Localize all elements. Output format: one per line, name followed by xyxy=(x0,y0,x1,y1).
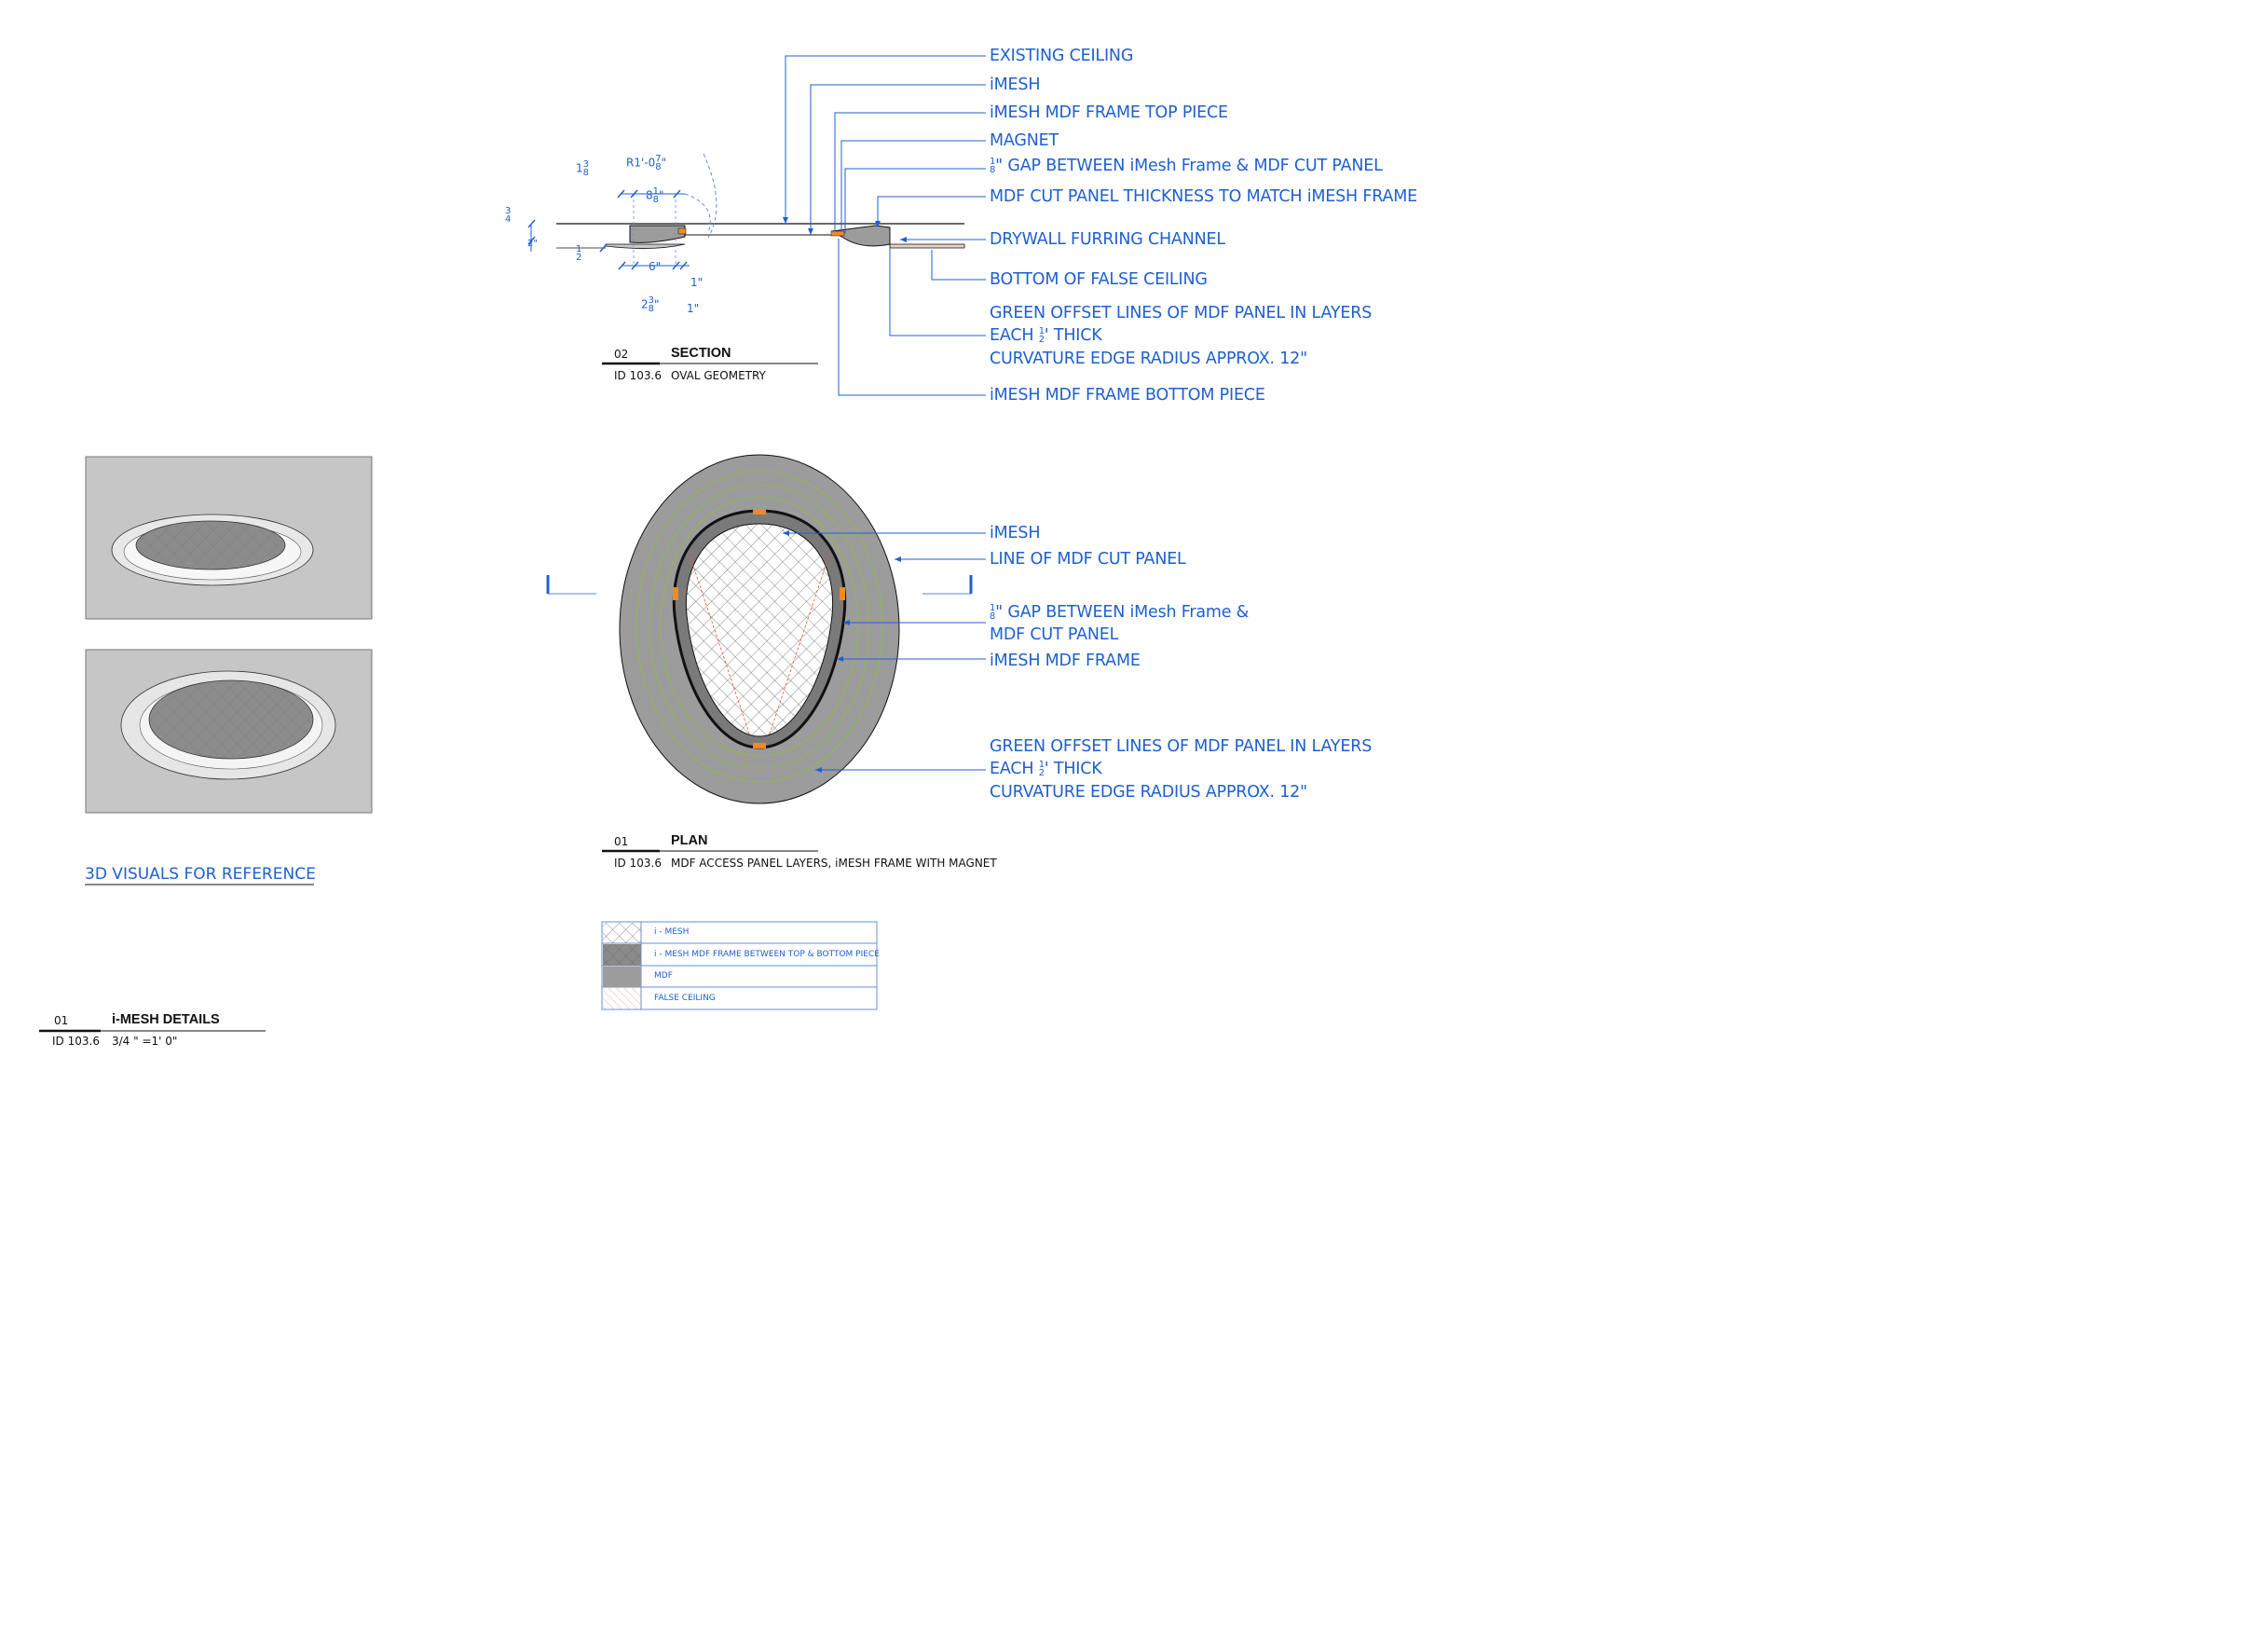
dim-1-b: 1" xyxy=(687,302,700,315)
plan-magnet-left xyxy=(673,587,678,600)
plan-magnet-top xyxy=(753,509,766,515)
plan-callout-frame: iMESH MDF FRAME xyxy=(990,652,1141,670)
green-offset-line xyxy=(649,484,870,769)
section-title-name: SECTION xyxy=(671,346,731,361)
section-title-ref: ID 103.6 xyxy=(614,369,662,382)
legend-swatch-false-ceiling xyxy=(603,988,641,1009)
plan-callout-green: GREEN OFFSET LINES OF MDF PANEL IN LAYER… xyxy=(990,737,1373,756)
sheet-title-scale: 3/4 " =1' 0" xyxy=(112,1035,178,1048)
dim-6: 6" xyxy=(649,260,662,273)
sheet-title-number: 01 xyxy=(54,1014,69,1027)
leader-bottom-false xyxy=(931,250,986,281)
section-right-magnet xyxy=(830,230,845,237)
callout-frame-top-piece: iMESH MDF FRAME TOP PIECE xyxy=(990,103,1228,122)
callout-bottom-false-ceiling: BOTTOM OF FALSE CEILING xyxy=(990,270,1208,289)
callout-mdf-thickness: MDF CUT PANEL THICKNESS TO MATCH iMESH F… xyxy=(990,187,1418,206)
plan-callout-imesh: iMESH xyxy=(990,524,1041,542)
leader-imesh xyxy=(810,84,986,233)
section-drawing xyxy=(39,55,986,1033)
callout-existing-ceiling: EXISTING CEILING xyxy=(990,47,1134,65)
legend-label-imesh: i - MESH xyxy=(654,927,690,937)
green-offset-line xyxy=(635,470,883,783)
callout-frame-bottom-piece: iMESH MDF FRAME BOTTOM PIECE xyxy=(990,386,1265,405)
leader-magnet xyxy=(840,140,986,231)
sheet-title-ref: ID 103.6 xyxy=(52,1035,100,1048)
section-title-number: 02 xyxy=(614,348,629,361)
plan-title-number: 01 xyxy=(614,835,629,848)
plan-magnet-right xyxy=(840,587,845,600)
leader-existing-ceiling xyxy=(785,55,986,222)
plan-magnet-bottom xyxy=(753,743,766,748)
section-right-panel xyxy=(830,225,891,247)
plan-title-name: PLAN xyxy=(671,833,708,848)
sheet-title-name: i-MESH DETAILS xyxy=(112,1012,220,1027)
plan-callout-gap-line2: MDF CUT PANEL xyxy=(990,625,1119,644)
callout-magnet: MAGNET xyxy=(990,131,1059,150)
plan-title-desc: MDF ACCESS PANEL LAYERS, iMESH FRAME WIT… xyxy=(671,857,997,870)
legend-label-false-ceiling: FALSE CEILING xyxy=(654,994,716,1003)
legend-swatch-imesh xyxy=(603,923,641,943)
leader-frame-top xyxy=(834,112,986,231)
callout-drywall-channel: DRYWALL FURRING CHANNEL xyxy=(990,230,1225,249)
legend-label-mdf: MDF xyxy=(654,971,673,981)
legend-label-frame: i - MESH MDF FRAME BETWEEN TOP & BOTTOM … xyxy=(654,950,880,959)
plan-callout-green-radius: CURVATURE EDGE RADIUS APPROX. 12" xyxy=(990,783,1307,802)
visuals-caption: 3D VISUALS FOR REFERENCE xyxy=(85,865,316,884)
dim-2: 2" xyxy=(527,239,538,249)
section-left-panel xyxy=(629,225,686,243)
callout-green-offset: GREEN OFFSET LINES OF MDF PANEL IN LAYER… xyxy=(990,304,1373,322)
callout-green-radius: CURVATURE EDGE RADIUS APPROX. 12" xyxy=(990,350,1307,368)
plan-title-ref: ID 103.6 xyxy=(614,857,662,870)
green-offset-line xyxy=(660,496,859,757)
leader-mdf-thickness xyxy=(877,196,986,226)
section-title-desc: OVAL GEOMETRY xyxy=(671,369,766,382)
plan-callout-line-mdf: LINE OF MDF CUT PANEL xyxy=(990,550,1186,569)
leader-green-offset xyxy=(889,248,986,336)
dim-1-a: 1" xyxy=(690,276,704,289)
legend-swatch-mdf xyxy=(603,967,641,987)
callout-imesh: iMESH xyxy=(990,75,1041,94)
leader-gap xyxy=(844,168,986,233)
leader-frame-bottom xyxy=(838,239,986,396)
section-left-magnet xyxy=(677,227,687,235)
